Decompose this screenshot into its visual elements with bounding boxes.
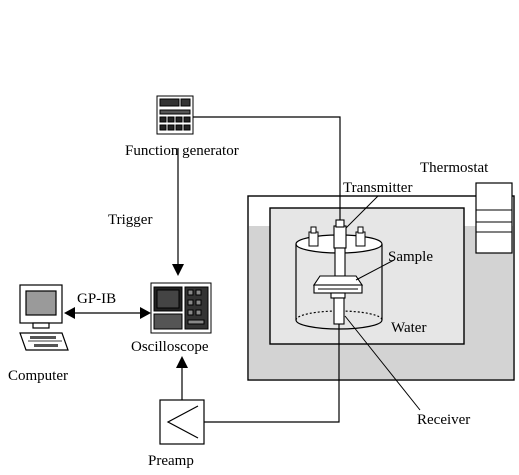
callout-lines [344, 195, 421, 411]
preamp-label: Preamp [148, 453, 194, 469]
transmitter-transducer [333, 219, 347, 277]
sample-label: Sample [388, 249, 433, 265]
trigger-label: Trigger [108, 212, 153, 228]
arrowheads [64, 264, 188, 368]
preamp-arrowhead [176, 356, 188, 368]
transmitter-callout [345, 195, 379, 229]
oscilloscope-device [150, 282, 212, 334]
gpib-label: GP-IB [77, 291, 117, 307]
gpib-right-arrowhead [140, 307, 151, 319]
transmitter-label: Transmitter [343, 180, 413, 196]
receiver-callout [344, 315, 421, 411]
inner-tank [269, 207, 465, 345]
receiver-label: Receiver [417, 412, 471, 428]
sample-callout [355, 259, 395, 281]
computer-device [19, 284, 69, 351]
thermostat-label: Thermostat [420, 160, 489, 176]
function-generator-device [156, 95, 194, 135]
trigger-arrowhead [172, 264, 184, 276]
gpib-left-arrowhead [64, 307, 75, 319]
oscilloscope-label: Oscilloscope [131, 339, 209, 355]
sample-block [312, 275, 364, 294]
preamp-device [159, 399, 205, 445]
cell-holder-knobs [308, 226, 366, 247]
water-label: Water [391, 320, 427, 336]
connection-wires [73, 116, 341, 423]
thermostat-unit [475, 182, 513, 254]
computer-label: Computer [8, 368, 68, 384]
function-generator-label: Function generator [125, 143, 239, 159]
